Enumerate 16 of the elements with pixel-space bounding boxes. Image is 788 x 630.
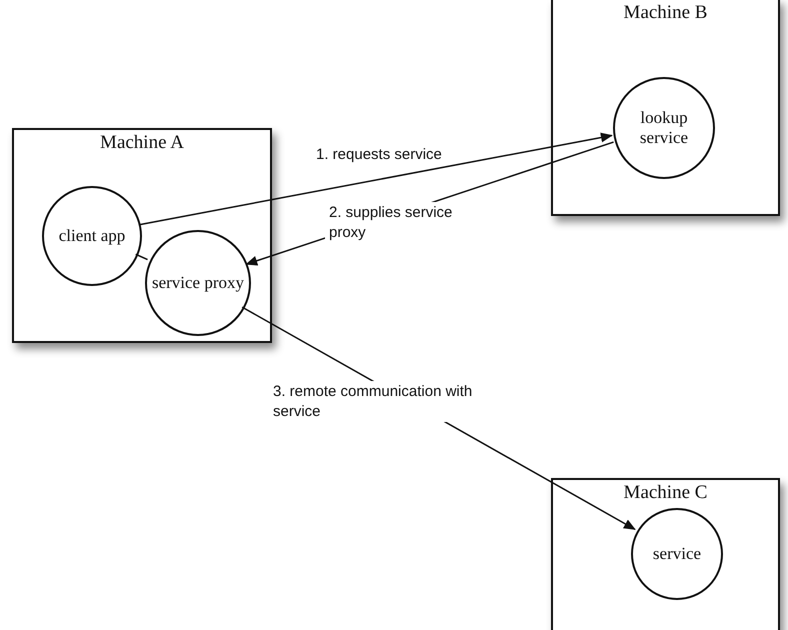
process-circle bbox=[631, 508, 723, 600]
machine-title: Machine B bbox=[622, 2, 708, 24]
connector-line bbox=[135, 254, 148, 260]
node-label: service bbox=[652, 544, 702, 564]
arrow bbox=[139, 132, 613, 226]
node-label: lookup service bbox=[638, 108, 690, 148]
machine-title: Machine A bbox=[99, 132, 185, 154]
node-label: service proxy bbox=[152, 272, 244, 294]
process-circle bbox=[42, 186, 142, 286]
node-label: client app bbox=[58, 226, 126, 246]
process-circle bbox=[145, 230, 251, 336]
machine-box bbox=[12, 128, 272, 343]
machine-box bbox=[551, 478, 780, 630]
machine-box bbox=[551, 0, 780, 216]
process-circle bbox=[613, 77, 715, 179]
machine-title: Machine C bbox=[622, 482, 708, 504]
